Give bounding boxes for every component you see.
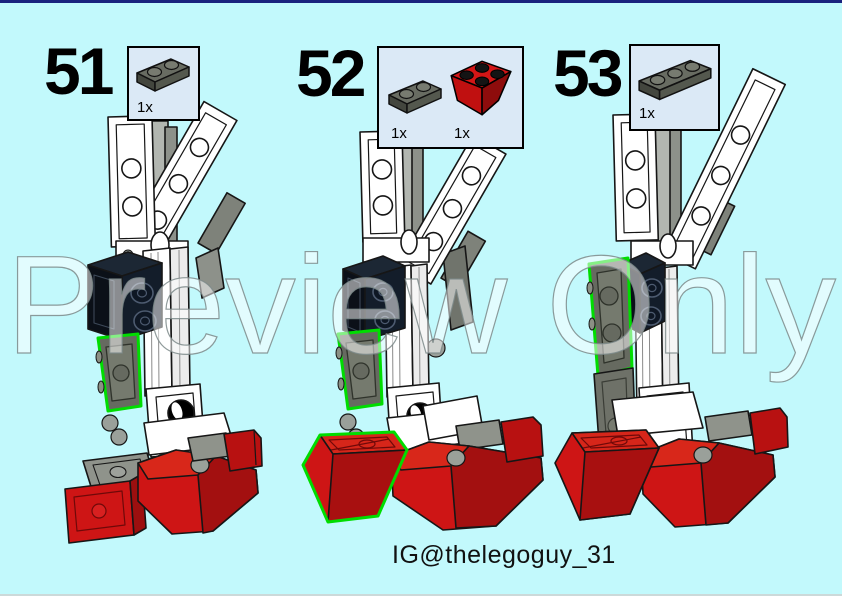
part-quantity: 1x [137, 99, 153, 116]
part-quantity: 1x [391, 125, 407, 142]
step-number: 51 [44, 34, 114, 108]
bottom-border [0, 594, 842, 596]
credit-text: IG@thelegoguy_31 [392, 541, 616, 569]
plate-1x2-dark-gray-icon [136, 58, 190, 92]
parts-callout-53: 1x [629, 44, 720, 131]
leg-assembly-illustration-52 [301, 130, 544, 531]
part-quantity: 1x [639, 105, 655, 122]
parts-callout-51: 1x [127, 46, 200, 121]
plate-1x2-dark-gray-icon [388, 80, 442, 114]
leg-assembly-illustration-51 [64, 100, 263, 544]
highlighted-new-part [586, 256, 634, 378]
slope-inverted-2x2-red-icon [450, 60, 512, 116]
step-number: 52 [296, 36, 366, 110]
step-number: 53 [553, 36, 623, 110]
plate-1x3-dark-gray-icon [638, 59, 712, 101]
highlighted-new-part-slope [301, 430, 409, 524]
parts-callout-52: 1x 1x [377, 46, 524, 149]
highlighted-new-part [95, 332, 143, 413]
top-border [0, 0, 842, 3]
leg-assembly-illustration-53 [554, 67, 789, 528]
highlighted-new-part [335, 328, 384, 411]
part-quantity: 1x [454, 125, 470, 142]
